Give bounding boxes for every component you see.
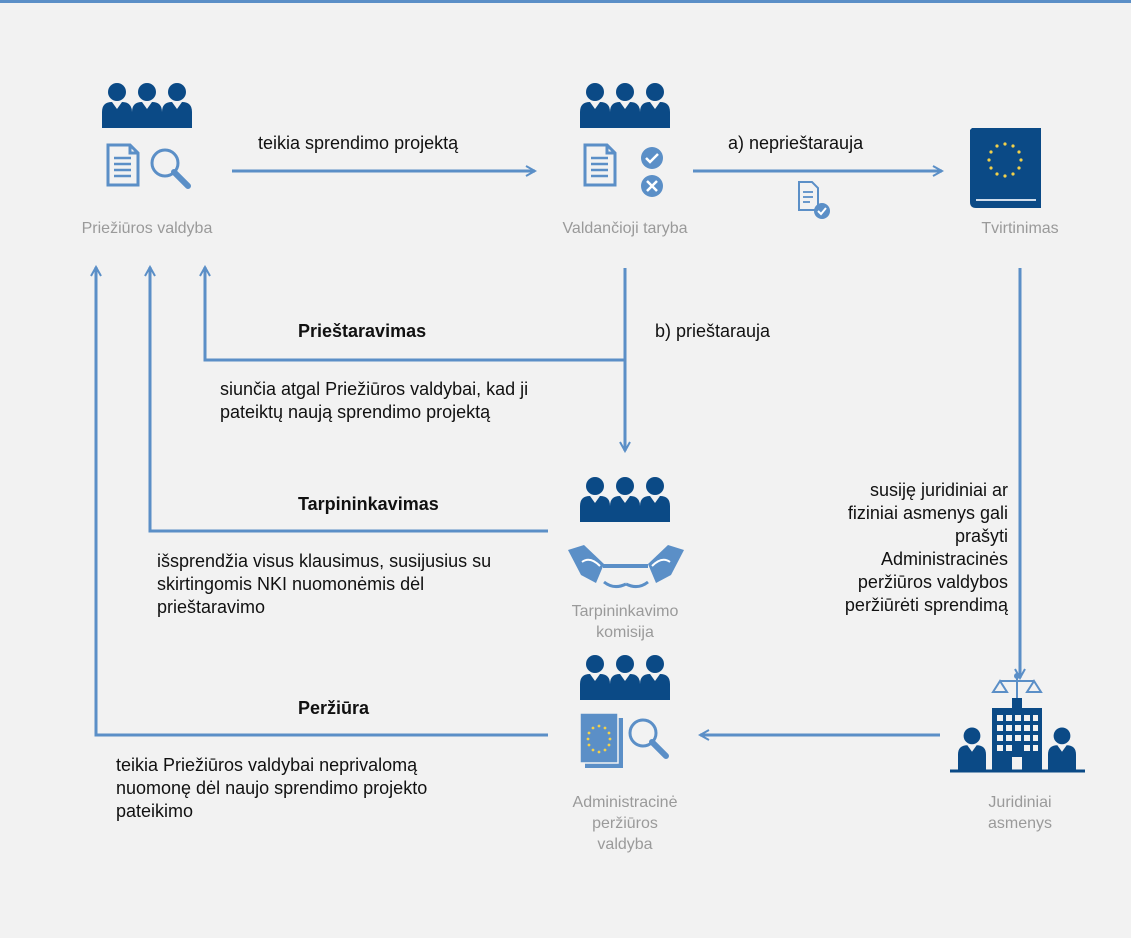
text-line: skirtingomis NKI nuomonėmis dėl bbox=[157, 574, 425, 594]
node-juridiniai-asmenys bbox=[950, 673, 1085, 773]
text-line: peržiūrėti sprendimą bbox=[844, 595, 1008, 615]
caption-administracine-valdyba: Administracinė peržiūros valdyba bbox=[540, 792, 710, 855]
caption-line: valdyba bbox=[597, 836, 653, 853]
text-line: pateikimo bbox=[116, 801, 194, 821]
cross-icon bbox=[641, 175, 663, 197]
arrow-objection-return bbox=[205, 267, 625, 362]
text-line: fiziniai asmenys gali bbox=[847, 503, 1008, 523]
text-line: prieštaravimo bbox=[157, 597, 266, 617]
people-icon bbox=[580, 83, 670, 128]
text-line: išsprendžia visus klausimus, susijusius … bbox=[157, 551, 492, 571]
label-objection-branch: b) prieštarauja bbox=[655, 321, 771, 341]
text-line: pateiktų naują sprendimo projektą bbox=[220, 402, 491, 422]
caption-juridiniai-asmenys: Juridiniai asmenys bbox=[960, 792, 1080, 834]
handshake-icon bbox=[568, 545, 684, 589]
mediation-title: Tarpininkavimas bbox=[298, 494, 439, 514]
caption-line: asmenys bbox=[987, 815, 1053, 832]
document-check-icon bbox=[798, 181, 830, 219]
document-icon bbox=[583, 143, 617, 187]
check-icon bbox=[641, 147, 663, 169]
eu-document-icon bbox=[579, 712, 623, 768]
top-border bbox=[0, 0, 1131, 3]
caption-line: Tarpininkavimo bbox=[571, 603, 679, 620]
text-line: nuomonę dėl naujo sprendimo projekto bbox=[116, 778, 428, 798]
review-title: Peržiūra bbox=[298, 698, 370, 718]
node-administracine-valdyba bbox=[579, 655, 670, 768]
caption-prieziuros-valdyba: Priežiūros valdyba bbox=[81, 220, 213, 237]
arrow-mediation-return bbox=[150, 267, 548, 533]
text-line: Administracinės bbox=[880, 549, 1008, 569]
scales-icon bbox=[991, 673, 1043, 700]
eu-book-icon bbox=[970, 128, 1041, 208]
node-tvirtinimas bbox=[970, 128, 1041, 208]
review-text: teikia Priežiūros valdybai neprivalomą n… bbox=[116, 754, 427, 823]
document-icon bbox=[106, 143, 140, 187]
text-line: siunčia atgal Priežiūros valdybai, kad j… bbox=[220, 379, 529, 399]
text-line: peržiūros valdybos bbox=[857, 572, 1008, 592]
caption-tarpininkavimo-komisija: Tarpininkavimo komisija bbox=[540, 601, 710, 643]
mediation-text: išsprendžia visus klausimus, susijusius … bbox=[157, 550, 491, 619]
person-icon bbox=[958, 727, 986, 770]
building-icon bbox=[992, 698, 1042, 770]
node-tarpininkavimo-komisija bbox=[568, 477, 684, 589]
caption-line: Administracinė bbox=[572, 794, 678, 811]
people-icon bbox=[580, 655, 670, 700]
magnifier-icon bbox=[630, 720, 666, 756]
caption-tvirtinimas: Tvirtinimas bbox=[981, 220, 1059, 237]
node-prieziuros-valdyba bbox=[102, 83, 192, 186]
caption-line: komisija bbox=[596, 624, 654, 641]
text-line: prašyti bbox=[954, 526, 1008, 546]
magnifier-icon bbox=[152, 150, 188, 186]
objection-title: Prieštaravimas bbox=[298, 321, 427, 341]
people-icon bbox=[580, 477, 670, 522]
caption-line: Juridiniai bbox=[988, 794, 1052, 811]
label-no-objection: a) neprieštarauja bbox=[728, 133, 864, 153]
caption-valdancioji-taryba: Valdančioji taryba bbox=[562, 220, 688, 237]
arrow-review-return bbox=[96, 267, 548, 737]
people-icon bbox=[102, 83, 192, 128]
label-submit: teikia sprendimo projektą bbox=[258, 133, 459, 153]
caption-line: peržiūros bbox=[592, 815, 658, 832]
text-line: susiję juridiniai ar bbox=[869, 480, 1008, 500]
objection-text: siunčia atgal Priežiūros valdybai, kad j… bbox=[220, 378, 528, 424]
node-valdancioji-taryba bbox=[580, 83, 830, 219]
text-line: teikia Priežiūros valdybai neprivalomą bbox=[116, 755, 418, 775]
appeal-text: susiję juridiniai ar fiziniai asmenys ga… bbox=[790, 479, 1008, 617]
person-icon bbox=[1048, 727, 1076, 770]
